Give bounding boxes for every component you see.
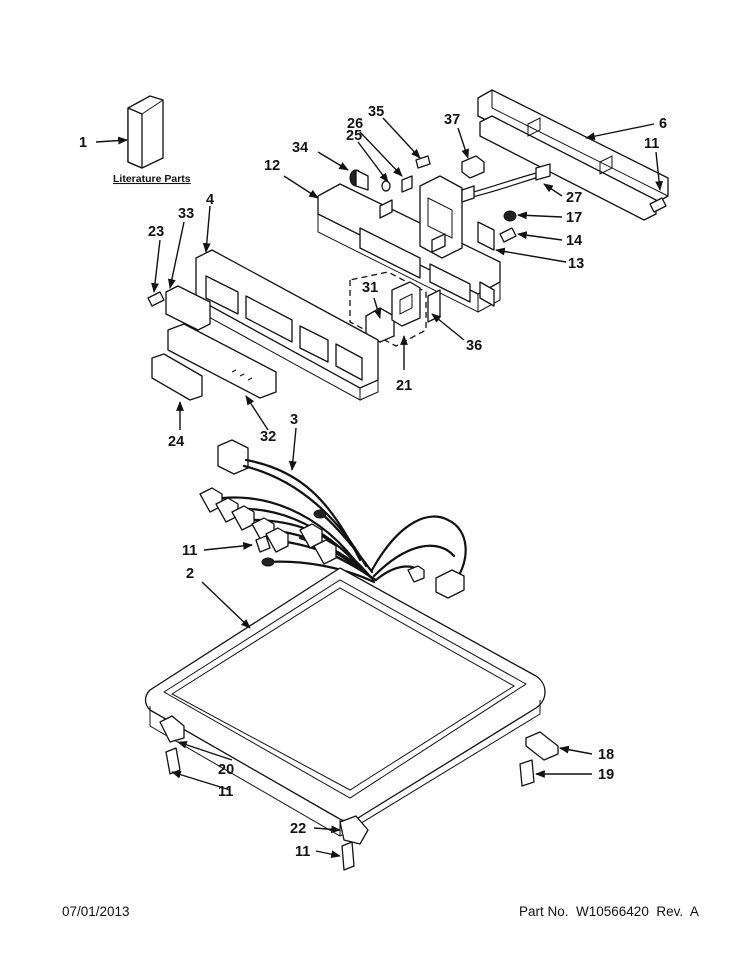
callout-4: 4	[206, 192, 214, 208]
harness-27	[461, 163, 551, 203]
callout-1: 1	[79, 135, 87, 151]
callout-24: 24	[168, 434, 184, 450]
callout-27: 27	[566, 190, 582, 206]
top-panel	[144, 567, 546, 837]
callout-numbers: 1 2 3 4 6 11 11 11 11 12 13 14 17 18 19 …	[79, 104, 667, 860]
literature-parts-label: Literature Parts	[113, 173, 191, 185]
callout-11-left: 11	[218, 784, 233, 800]
hinge-20	[159, 715, 185, 743]
callout-20: 20	[218, 762, 234, 778]
footer-part-number: Part No. W10566420 Rev. A	[519, 904, 699, 919]
callout-2: 2	[186, 566, 194, 582]
callout-33: 33	[178, 206, 194, 222]
console-panel	[195, 249, 379, 401]
clip	[401, 175, 413, 193]
screw-23	[147, 291, 165, 307]
screw-19	[519, 759, 535, 787]
graphic-strip-32	[167, 323, 277, 399]
callout-14: 14	[566, 233, 582, 249]
callout-18: 18	[598, 747, 614, 763]
callout-11-bottom: 11	[295, 844, 310, 860]
callout-37: 37	[444, 112, 460, 128]
callout-34: 34	[292, 140, 308, 156]
screw-11-bottom	[341, 841, 355, 871]
knob	[349, 169, 369, 191]
callout-11-harness: 11	[182, 543, 197, 559]
screw-14	[499, 227, 517, 243]
hinge-22	[339, 815, 369, 845]
callout-36: 36	[466, 338, 482, 354]
callout-13: 13	[568, 256, 584, 272]
literature-booklet	[127, 95, 164, 169]
callout-26: 26	[347, 116, 363, 132]
callout-32: 32	[260, 429, 276, 445]
callout-17: 17	[566, 210, 582, 226]
callout-19: 19	[598, 767, 614, 783]
lens-24	[151, 353, 203, 401]
washer	[381, 180, 391, 192]
callout-3: 3	[290, 412, 298, 428]
rear-bracket	[477, 89, 669, 221]
screw-35	[415, 155, 431, 169]
callout-31: 31	[362, 280, 378, 296]
callout-22: 22	[290, 821, 306, 837]
grommet-17	[503, 210, 517, 222]
callout-21: 21	[396, 378, 412, 394]
callout-25: 25	[346, 128, 362, 144]
wire-harness	[199, 439, 467, 599]
callout-6: 6	[659, 116, 667, 132]
control-board-group	[349, 271, 441, 347]
overlay-33	[165, 285, 211, 331]
callout-11-rear: 11	[644, 136, 659, 152]
leader-lines	[95, 117, 663, 859]
connector-37	[461, 155, 485, 179]
callout-12: 12	[264, 158, 280, 174]
bracket-18	[525, 731, 559, 761]
screw-11-left	[165, 747, 181, 775]
screw-11-top	[649, 197, 667, 213]
callout-23: 23	[148, 224, 164, 240]
footer-date: 07/01/2013	[62, 904, 130, 919]
console-bracket	[317, 175, 501, 313]
callout-35: 35	[368, 104, 384, 120]
